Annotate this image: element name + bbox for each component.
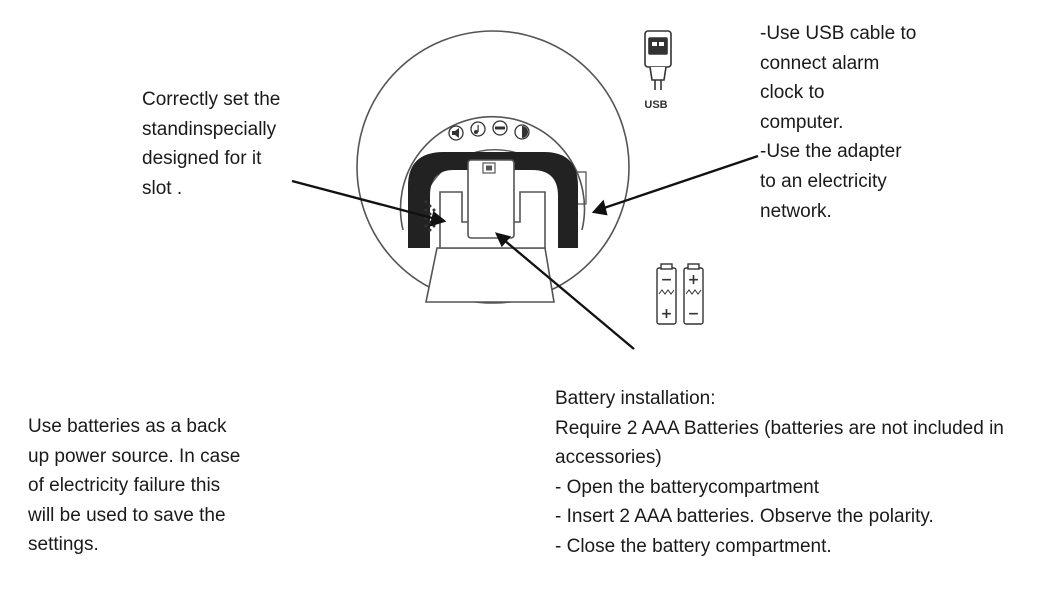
arrow-usb-port	[600, 154, 759, 211]
usb-note-line: clock to	[760, 82, 825, 104]
backup-note-line: up power source. In case	[28, 445, 241, 467]
battery-b-bottom-sign: −	[688, 306, 700, 322]
arrow-battery	[503, 239, 635, 350]
usb-note-line: -Use the adapter	[760, 141, 902, 163]
battery-install-line: Require 2 AAA Batteries (batteries are n…	[555, 417, 1004, 439]
backup-note-line: will be used to save the	[28, 504, 226, 526]
stand-note-line: designed for it	[142, 148, 262, 170]
battery-install-line: Battery installation:	[555, 388, 716, 409]
stand-insert	[439, 191, 546, 249]
usb-label: USB	[644, 99, 667, 111]
usb-note-line: connect alarm	[760, 52, 880, 74]
battery-install-note: Battery installation: Require 2 AAA Batt…	[555, 384, 1004, 562]
stand-note-line: Correctly set the	[142, 89, 281, 110]
stand-note-line: slot .	[142, 177, 183, 199]
backup-note-line: settings.	[28, 534, 99, 556]
battery-install-line: accessories)	[555, 447, 662, 469]
usb-note-line: computer.	[760, 111, 844, 133]
arrow-stand	[291, 179, 437, 221]
stand-note-line: standinspecially	[142, 118, 277, 140]
battery-install-line: - Insert 2 AAA batteries. Observe the po…	[555, 506, 934, 528]
usb-plug-icon	[644, 30, 672, 90]
battery-install-line: - Close the battery compartment.	[555, 535, 832, 557]
pointer-arrows	[291, 154, 759, 350]
usb-note-line: network.	[760, 200, 832, 222]
stand-note: Correctly set the standinspecially desig…	[142, 85, 280, 203]
button-ring	[399, 115, 586, 231]
battery-a-top-sign: −	[661, 272, 673, 288]
usb-note-line: to an electricity	[760, 170, 887, 192]
battery-a-bottom-sign: +	[661, 306, 673, 322]
stand-slot-recess	[408, 152, 578, 248]
stand	[425, 247, 555, 303]
backup-note-line: of electricity failure this	[28, 475, 221, 497]
backup-note: Use batteries as a back up power source.…	[28, 412, 240, 560]
battery-install-line: - Open the batterycompartment	[555, 476, 820, 498]
usb-note: -Use USB cable to connect alarm clock to…	[760, 19, 916, 226]
backup-note-line: Use batteries as a back	[28, 416, 227, 437]
battery-compartment	[467, 159, 515, 239]
aaa-battery-icon	[656, 263, 704, 325]
battery-b-top-sign: +	[688, 272, 700, 288]
usb-note-line: -Use USB cable to	[760, 23, 917, 44]
